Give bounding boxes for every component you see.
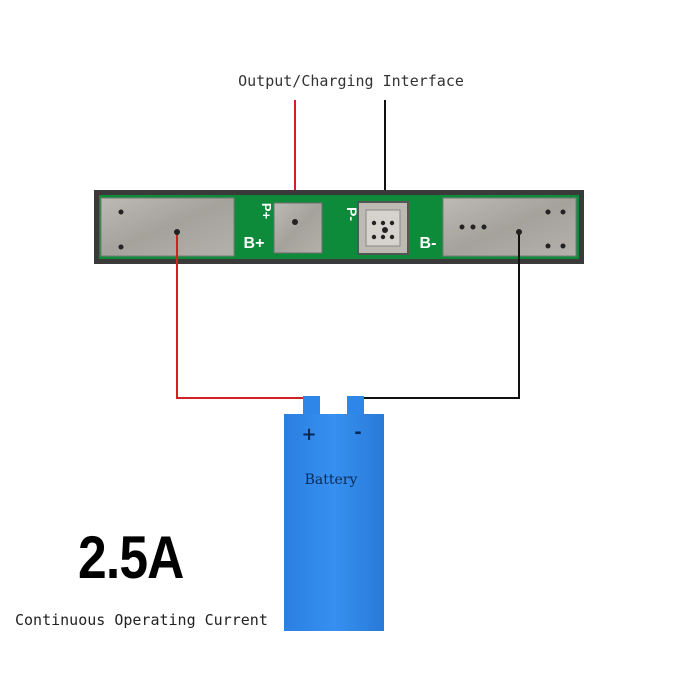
battery-negative-tab (347, 396, 364, 418)
ic-pin (389, 220, 395, 226)
pad-hole (118, 209, 124, 215)
pad-hole (560, 243, 566, 249)
positive-battery-wire (176, 232, 312, 399)
b-minus-label: B- (420, 235, 437, 252)
pad-hole (470, 224, 476, 230)
b-minus-battery-pad (442, 197, 577, 257)
current-rating-caption: Continuous Operating Current (15, 611, 268, 629)
p-plus-contact-dot (292, 219, 298, 225)
pad-hole (118, 244, 124, 250)
ic-pin (371, 234, 377, 240)
battery-label: Battery (305, 472, 358, 488)
pad-hole (545, 243, 551, 249)
negative-battery-wire (355, 232, 520, 399)
battery-minus-sign: - (354, 422, 361, 443)
interface-title: Output/Charging Interface (238, 72, 464, 90)
ic-pin (380, 234, 386, 240)
pad-hole (545, 209, 551, 215)
positive-wire-contact-dot (174, 229, 180, 235)
ic-pin (371, 220, 377, 226)
ic-pin (389, 234, 395, 240)
protection-pcb-board: P+ B+ P- B- (94, 190, 584, 264)
current-rating-value: 2.5A (78, 524, 184, 591)
battery-cell: + - Battery (284, 396, 384, 631)
p-plus-output-pad (273, 202, 323, 254)
pad-hole (481, 224, 487, 230)
pad-hole (560, 209, 566, 215)
p-minus-label: P- (344, 207, 360, 221)
negative-wire-contact-dot (516, 229, 522, 235)
battery-plus-sign: + (301, 424, 316, 445)
battery-body (284, 414, 384, 631)
battery-positive-tab (303, 396, 320, 418)
p-plus-label: P+ (259, 203, 274, 220)
pad-hole (459, 224, 465, 230)
p-minus-contact-dot (382, 227, 388, 233)
ic-pin (380, 220, 386, 226)
b-plus-label: B+ (244, 235, 265, 252)
